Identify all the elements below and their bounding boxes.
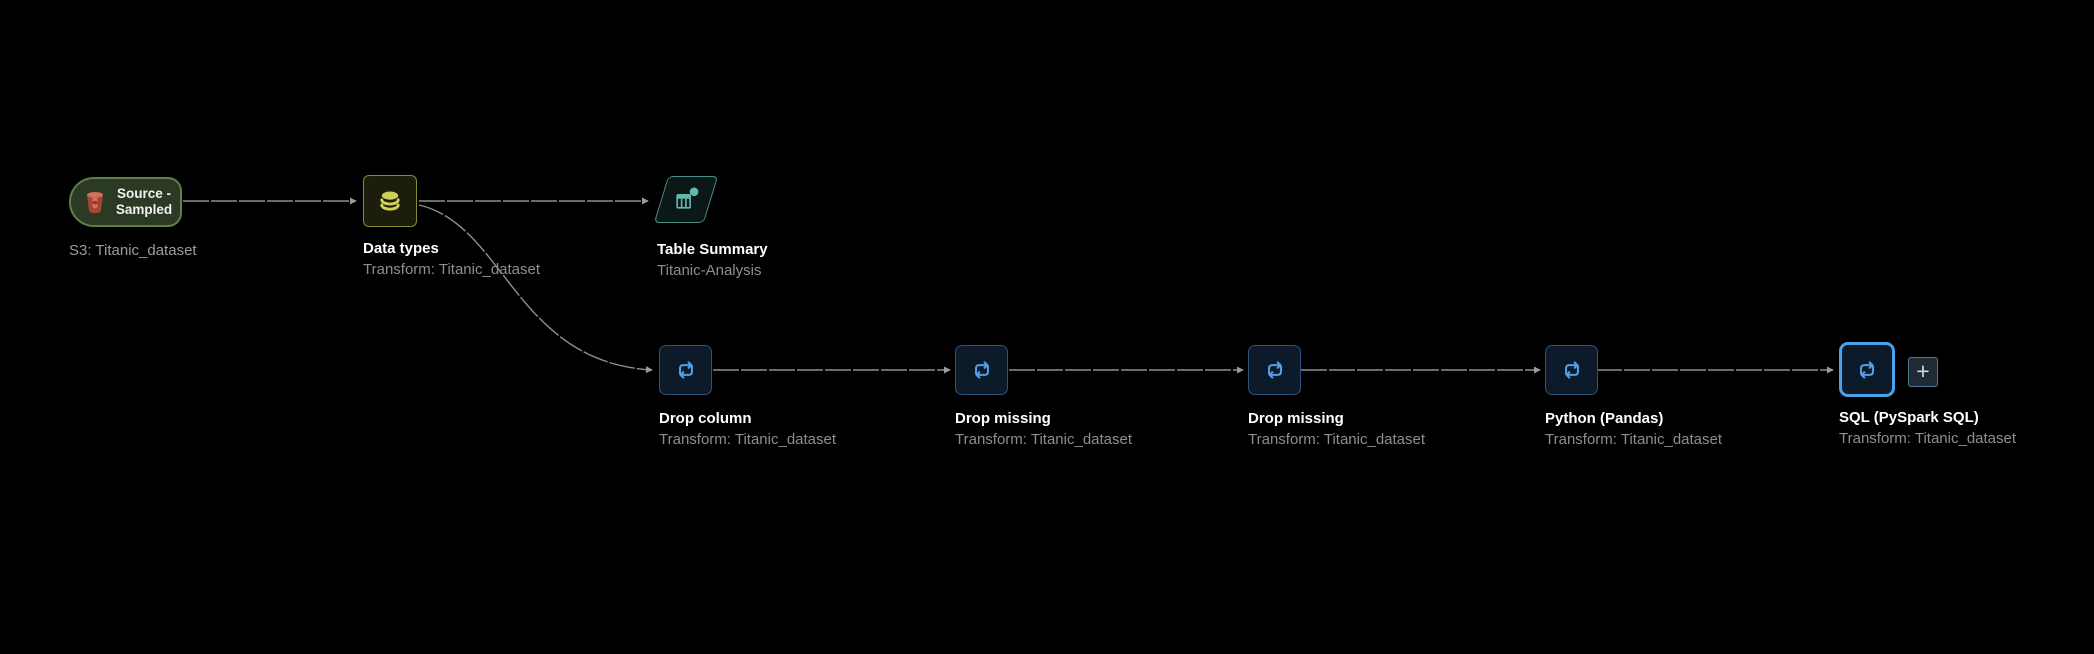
node-subtitle: Transform: Titanic_dataset bbox=[955, 431, 1133, 448]
plus-icon: + bbox=[1916, 357, 1930, 384]
drop-missing-2-caption: Drop missing Transform: Titanic_dataset bbox=[1248, 409, 1425, 449]
transform-icon bbox=[969, 357, 995, 383]
transform-icon bbox=[673, 357, 699, 383]
node-subtitle: Transform: Titanic_dataset bbox=[1839, 430, 2017, 447]
edge-data-types-to-drop-column bbox=[418, 204, 653, 374]
node-drop-missing-2: Drop missing Transform: Titanic_dataset bbox=[1248, 345, 1425, 448]
source-node-label: Source - Sampled bbox=[115, 186, 173, 217]
data-types-node-box[interactable] bbox=[363, 175, 417, 227]
node-subtitle: Transform: Titanic_dataset bbox=[659, 431, 837, 448]
node-title: Drop missing bbox=[1248, 410, 1344, 427]
drop-missing-1-caption: Drop missing Transform: Titanic_dataset bbox=[955, 409, 1132, 449]
sql-pyspark-caption: SQL (PySpark SQL) Transform: Titanic_dat… bbox=[1839, 408, 2016, 448]
s3-bucket-icon bbox=[82, 189, 108, 215]
drop-missing-1-node-box[interactable] bbox=[955, 345, 1008, 395]
table-summary-node-box[interactable] bbox=[653, 176, 719, 223]
node-subtitle: Titanic-Analysis bbox=[657, 262, 762, 279]
node-drop-missing-1: Drop missing Transform: Titanic_dataset bbox=[955, 345, 1132, 448]
table-summary-icon bbox=[673, 186, 700, 213]
node-subtitle: Transform: Titanic_dataset bbox=[1248, 431, 1426, 448]
node-sql-pyspark: SQL (PySpark SQL) Transform: Titanic_dat… bbox=[1839, 342, 2016, 447]
python-pandas-caption: Python (Pandas) Transform: Titanic_datas… bbox=[1545, 409, 1722, 449]
node-python-pandas: Python (Pandas) Transform: Titanic_datas… bbox=[1545, 345, 1722, 448]
table-summary-caption: Table Summary Titanic-Analysis bbox=[657, 240, 768, 280]
node-title: Python (Pandas) bbox=[1545, 410, 1664, 427]
drop-column-node-box[interactable] bbox=[659, 345, 712, 395]
node-subtitle: Transform: Titanic_dataset bbox=[1545, 431, 1723, 448]
data-types-caption: Data types Transform: Titanic_dataset bbox=[363, 239, 540, 279]
transform-icon bbox=[1854, 357, 1880, 383]
python-pandas-node-box[interactable] bbox=[1545, 345, 1598, 395]
transform-icon bbox=[1262, 357, 1288, 383]
node-title: Drop missing bbox=[955, 410, 1051, 427]
node-source: Source - Sampled S3: Titanic_dataset bbox=[69, 177, 197, 259]
drop-column-caption: Drop column Transform: Titanic_dataset bbox=[659, 409, 836, 449]
source-node-box[interactable]: Source - Sampled bbox=[69, 177, 182, 227]
node-drop-column: Drop column Transform: Titanic_dataset bbox=[659, 345, 836, 448]
node-table-summary: Table Summary Titanic-Analysis bbox=[653, 176, 768, 279]
add-step-button[interactable]: + bbox=[1908, 357, 1938, 387]
node-title: Drop column bbox=[659, 410, 752, 427]
source-node-caption: S3: Titanic_dataset bbox=[69, 241, 197, 260]
source-subtitle: S3: Titanic_dataset bbox=[69, 242, 197, 259]
node-title: Data types bbox=[363, 240, 439, 257]
node-data-types: Data types Transform: Titanic_dataset bbox=[363, 175, 540, 278]
transform-icon bbox=[1559, 357, 1585, 383]
node-title: Table Summary bbox=[657, 241, 768, 258]
node-subtitle: Transform: Titanic_dataset bbox=[363, 261, 541, 278]
sql-pyspark-node-box[interactable] bbox=[1839, 342, 1895, 397]
database-icon bbox=[376, 187, 404, 215]
drop-missing-2-node-box[interactable] bbox=[1248, 345, 1301, 395]
node-title: SQL (PySpark SQL) bbox=[1839, 409, 1979, 426]
